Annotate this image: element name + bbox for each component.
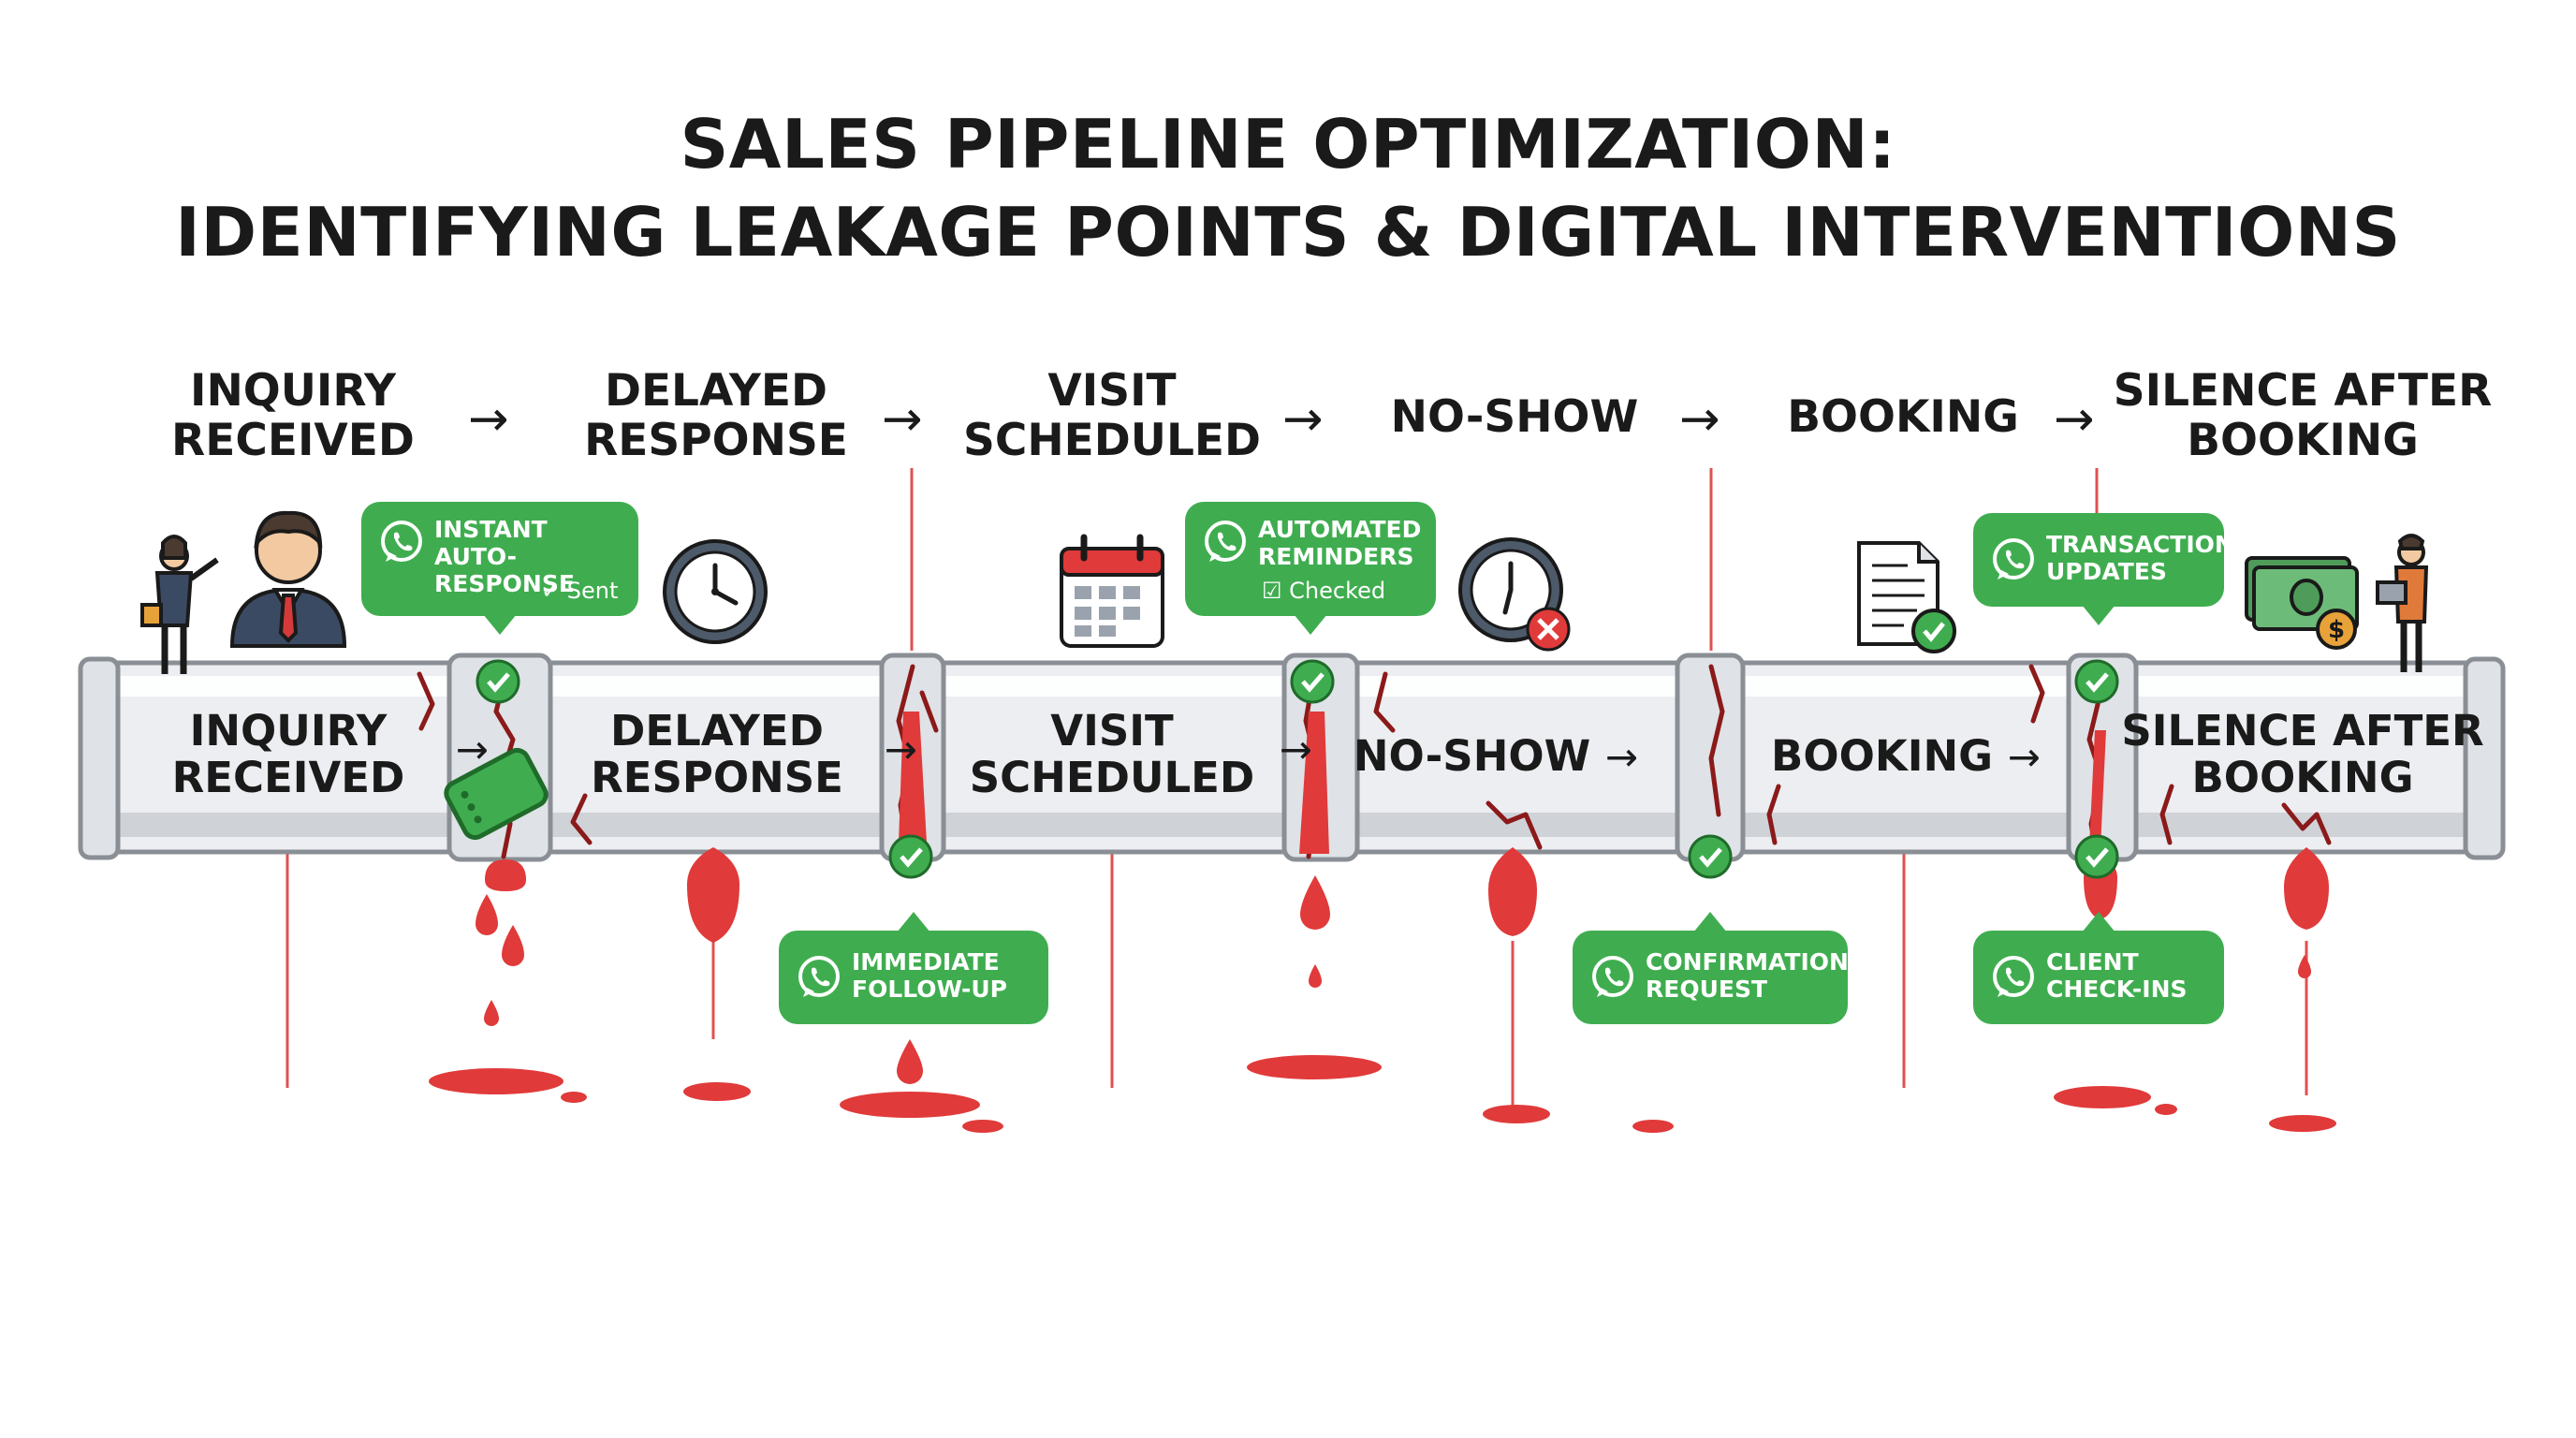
pipe [78, 653, 2506, 862]
stage-arrow: → [1679, 391, 1720, 448]
leak-drops [476, 847, 2329, 1084]
cash-icon: $ [2245, 556, 2359, 650]
calendar-icon [1060, 534, 1164, 648]
stage-arrow: → [2054, 391, 2095, 448]
pipe-label-booking: BOOKING → [1771, 731, 2041, 781]
businesswoman-icon [140, 535, 219, 674]
whatsapp-icon [1993, 956, 2034, 997]
page-title-line-1: SALES PIPELINE OPTIMIZATION: [680, 105, 1896, 183]
stage-header-no-show: NO-SHOW [1390, 391, 1639, 443]
status-sent: ✓ Sent [541, 578, 619, 604]
pipe-label-silence-after-booking: SILENCE AFTER BOOKING [2121, 706, 2484, 802]
whatsapp-icon [798, 956, 840, 997]
check-badge-icons [476, 659, 2119, 879]
pipe-label-inquiry-received: INQUIRY RECEIVED → [171, 706, 489, 802]
whatsapp-icon [381, 521, 422, 562]
stage-arrow: → [1282, 391, 1324, 448]
stage-arrow: → [468, 391, 509, 448]
page-title-line-2: IDENTIFYING LEAKAGE POINTS & DIGITAL INT… [175, 193, 2401, 271]
businessman-avatar-icon [229, 510, 347, 648]
pipe-label-visit-scheduled: VISIT SCHEDULED → [969, 706, 1312, 802]
leak-puddles [429, 1055, 2336, 1133]
person-laptop-icon [2376, 534, 2429, 672]
leak-cracks [899, 712, 2106, 854]
pipe-label-delayed-response: DELAYED RESPONSE → [591, 706, 917, 802]
patch-tape-icon [444, 747, 549, 841]
clock-missed-icon [1458, 537, 1571, 652]
svg-text:$: $ [2328, 616, 2345, 644]
whatsapp-icon [1592, 956, 1633, 997]
pipe-label-no-show: NO-SHOW → [1353, 731, 1639, 781]
document-check-icon [1857, 541, 1956, 653]
stage-header-booking: BOOKING [1787, 391, 2019, 443]
stage-arrow: → [882, 391, 923, 448]
clock-icon [663, 539, 768, 644]
status-checked: ☑ Checked [1262, 578, 1386, 604]
whatsapp-icon [1205, 521, 1246, 562]
whatsapp-icon [1993, 538, 2034, 580]
